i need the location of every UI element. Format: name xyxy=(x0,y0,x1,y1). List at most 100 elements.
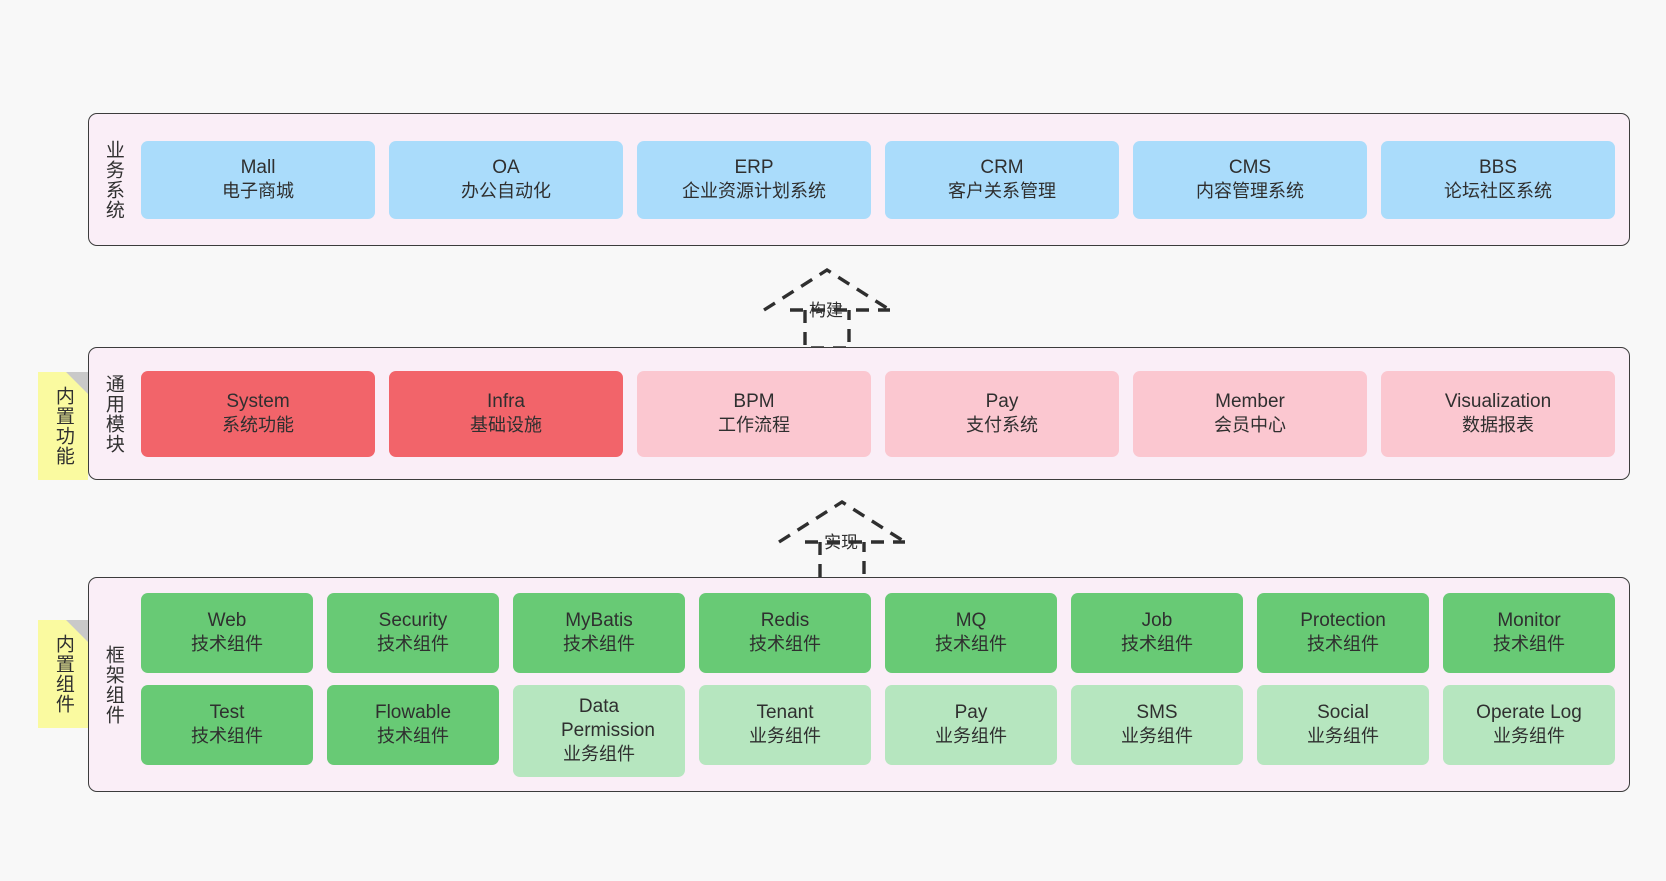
node-monitor[interactable]: Monitor 技术组件 xyxy=(1443,592,1615,673)
node-sub: 客户关系管理 xyxy=(948,181,1056,202)
layer-title-common-modules: 通用模块 xyxy=(102,373,124,454)
node-name: MyBatis xyxy=(565,610,633,632)
node-flowable[interactable]: Flowable 技术组件 xyxy=(327,684,499,765)
node-sub: 业务组件 xyxy=(563,744,635,765)
node-name: Flowable xyxy=(374,702,452,724)
node-mybatis[interactable]: MyBatis 技术组件 xyxy=(513,592,685,673)
node-sub: 技术组件 xyxy=(191,726,263,747)
node-sub: 企业资源计划系统 xyxy=(682,181,826,202)
sticky-fold-corner-icon xyxy=(66,620,88,642)
node-name: Operate Log xyxy=(1476,702,1582,724)
node-protection[interactable]: Protection 技术组件 xyxy=(1257,592,1429,673)
node-sub: 系统功能 xyxy=(222,415,294,436)
node-mall[interactable]: Mall 电子商城 xyxy=(141,140,375,219)
node-name: ERP xyxy=(734,157,774,179)
layer-body-framework-components: Web 技术组件 Security 技术组件 MyBatis 技术组件 Redi… xyxy=(137,578,1629,791)
node-sub: 技术组件 xyxy=(191,634,263,655)
sticky-note-builtin-features: 内置功能 xyxy=(38,372,88,480)
node-sub: 技术组件 xyxy=(563,634,635,655)
node-sub: 支付系统 xyxy=(966,415,1038,436)
node-oa[interactable]: OA 办公自动化 xyxy=(389,140,623,219)
node-sub: 技术组件 xyxy=(1121,634,1193,655)
node-sub: 办公自动化 xyxy=(461,181,551,202)
node-name: CMS xyxy=(1228,157,1272,179)
node-name: MQ xyxy=(955,610,987,632)
node-sub: 论坛社区系统 xyxy=(1444,181,1552,202)
layer-body-common-modules: System 系统功能 Infra 基础设施 BPM 工作流程 Pay 支付系统… xyxy=(137,348,1629,479)
node-name: Redis xyxy=(760,610,810,632)
node-sub: 工作流程 xyxy=(718,415,790,436)
node-name: CRM xyxy=(980,157,1024,179)
node-name: Test xyxy=(209,702,245,724)
node-sub: 技术组件 xyxy=(1493,634,1565,655)
node-name: Social xyxy=(1317,702,1369,724)
node-web[interactable]: Web 技术组件 xyxy=(141,592,313,673)
node-name: Member xyxy=(1215,391,1285,413)
node-name: Pay xyxy=(985,391,1019,413)
node-social[interactable]: Social 业务组件 xyxy=(1257,684,1429,765)
node-name: Pay xyxy=(954,702,988,724)
node-visualization[interactable]: Visualization 数据报表 xyxy=(1381,370,1615,457)
node-sms[interactable]: SMS 业务组件 xyxy=(1071,684,1243,765)
node-sub: 技术组件 xyxy=(935,634,1007,655)
sticky-note-label: 内置功能 xyxy=(52,386,74,466)
node-sub: 数据报表 xyxy=(1462,415,1534,436)
node-name: BBS xyxy=(1478,157,1518,179)
component-row-technical: Web 技术组件 Security 技术组件 MyBatis 技术组件 Redi… xyxy=(141,592,1615,673)
node-name: BPM xyxy=(733,391,775,413)
node-redis[interactable]: Redis 技术组件 xyxy=(699,592,871,673)
sticky-fold-corner-icon xyxy=(66,372,88,394)
node-bpm[interactable]: BPM 工作流程 xyxy=(637,370,871,457)
layer-body-business-systems: Mall 电子商城 OA 办公自动化 ERP 企业资源计划系统 CRM 客户关系… xyxy=(137,114,1629,245)
node-name: Mall xyxy=(240,157,276,179)
node-sub: 业务组件 xyxy=(1493,726,1565,747)
node-system[interactable]: System 系统功能 xyxy=(141,370,375,457)
node-infra[interactable]: Infra 基础设施 xyxy=(389,370,623,457)
sticky-note-label: 内置组件 xyxy=(52,634,74,714)
node-pay-component[interactable]: Pay 业务组件 xyxy=(885,684,1057,765)
node-name: Web xyxy=(207,610,247,632)
node-sub: 内容管理系统 xyxy=(1196,181,1304,202)
node-erp[interactable]: ERP 企业资源计划系统 xyxy=(637,140,871,219)
node-security[interactable]: Security 技术组件 xyxy=(327,592,499,673)
connector-implement: 实现 xyxy=(767,490,927,582)
node-pay-module[interactable]: Pay 支付系统 xyxy=(885,370,1119,457)
node-bbs[interactable]: BBS 论坛社区系统 xyxy=(1381,140,1615,219)
node-operate-log[interactable]: Operate Log 业务组件 xyxy=(1443,684,1615,765)
node-sub: 会员中心 xyxy=(1214,415,1286,436)
node-name: Protection xyxy=(1300,610,1386,632)
node-name: Data Permission xyxy=(560,696,655,742)
node-sub: 技术组件 xyxy=(749,634,821,655)
node-name: Security xyxy=(378,610,448,632)
connector-build: 构建 xyxy=(752,258,912,350)
node-sub: 业务组件 xyxy=(1121,726,1193,747)
connector-build-label: 构建 xyxy=(809,301,843,320)
layer-title-framework-components: 框架组件 xyxy=(102,644,124,725)
node-member[interactable]: Member 会员中心 xyxy=(1133,370,1367,457)
implement-arrow-icon xyxy=(778,499,906,582)
node-name: Monitor xyxy=(1497,610,1561,632)
node-name: Job xyxy=(1141,610,1173,632)
connector-implement-label: 实现 xyxy=(824,533,858,552)
component-row-business: Test 技术组件 Flowable 技术组件 Data Permission … xyxy=(141,684,1615,777)
node-job[interactable]: Job 技术组件 xyxy=(1071,592,1243,673)
node-name: Tenant xyxy=(756,702,814,724)
node-sub: 电子商城 xyxy=(222,181,294,202)
node-name: SMS xyxy=(1136,702,1178,724)
layer-framework-components: 框架组件 Web 技术组件 Security 技术组件 MyBatis 技术组件… xyxy=(88,577,1630,792)
layer-common-modules: 通用模块 System 系统功能 Infra 基础设施 BPM 工作流程 Pay… xyxy=(88,347,1630,480)
node-sub: 业务组件 xyxy=(935,726,1007,747)
node-test[interactable]: Test 技术组件 xyxy=(141,684,313,765)
layer-title-business-systems: 业务系统 xyxy=(102,139,124,220)
node-crm[interactable]: CRM 客户关系管理 xyxy=(885,140,1119,219)
node-data-permission[interactable]: Data Permission 业务组件 xyxy=(513,684,685,777)
node-name: Visualization xyxy=(1444,391,1552,413)
node-mq[interactable]: MQ 技术组件 xyxy=(885,592,1057,673)
node-sub: 基础设施 xyxy=(470,415,542,436)
layer-business-systems: 业务系统 Mall 电子商城 OA 办公自动化 ERP 企业资源计划系统 CRM… xyxy=(88,113,1630,246)
node-tenant[interactable]: Tenant 业务组件 xyxy=(699,684,871,765)
node-name: OA xyxy=(492,157,520,179)
node-cms[interactable]: CMS 内容管理系统 xyxy=(1133,140,1367,219)
sticky-note-builtin-components: 内置组件 xyxy=(38,620,88,728)
